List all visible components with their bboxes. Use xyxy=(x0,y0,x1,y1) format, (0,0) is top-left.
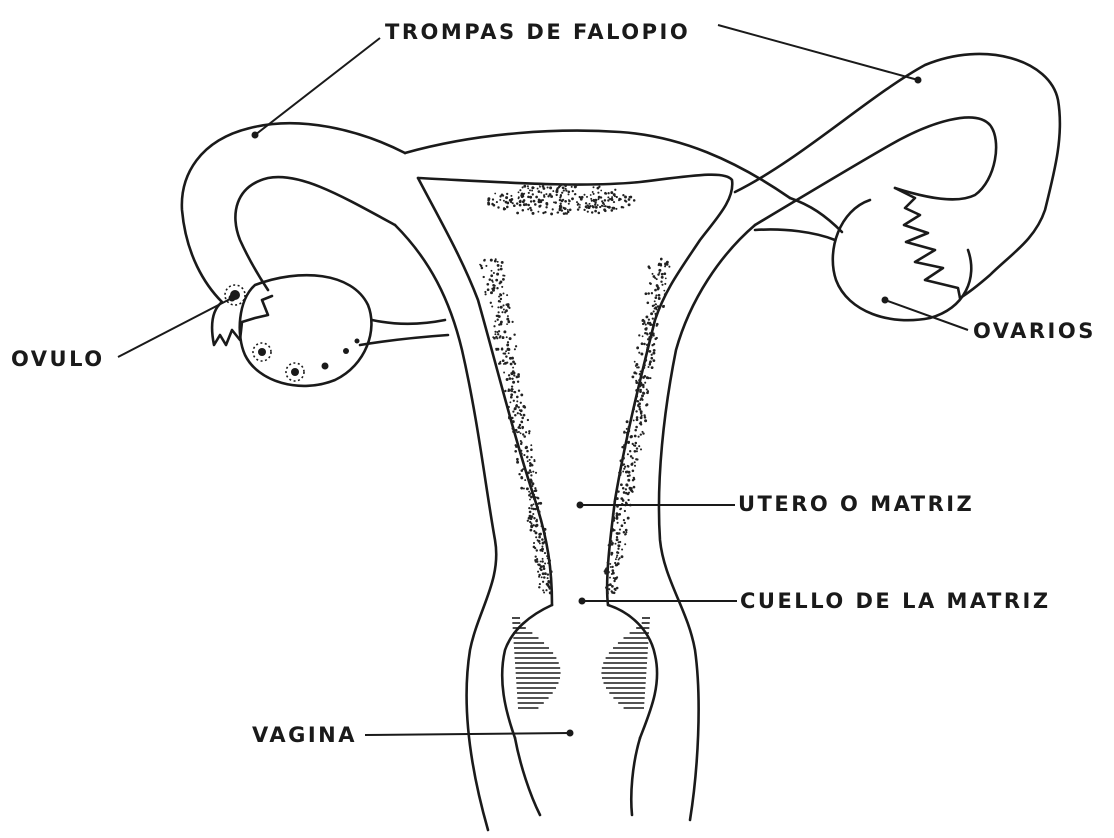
right-ovary xyxy=(833,188,971,320)
vagina-walls xyxy=(515,738,640,815)
label-cervix: CUELLO DE LA MATRIZ xyxy=(579,589,1051,613)
uterine-cavity xyxy=(418,175,732,605)
right-fallopian-tube xyxy=(735,54,1060,298)
label-uterus: UTERO O MATRIZ xyxy=(577,492,975,516)
uterus-outer-wall xyxy=(395,131,790,830)
left-ovary xyxy=(212,275,371,386)
uterine-lining-stipple xyxy=(479,183,670,594)
label-ovum: OVULO xyxy=(11,295,236,372)
ovum-label: OVULO xyxy=(11,347,105,371)
fallopian-tubes-label: TROMPAS DE FALOPIO xyxy=(385,20,690,44)
cervix xyxy=(502,605,657,738)
vagina-label: VAGINA xyxy=(252,723,357,747)
uterus-label: UTERO O MATRIZ xyxy=(738,492,974,516)
ovaries-label: OVARIOS xyxy=(973,319,1096,343)
label-fallopian-tubes: TROMPAS DE FALOPIO xyxy=(252,20,922,139)
label-vagina: VAGINA xyxy=(252,723,574,747)
cervix-hatching-left xyxy=(512,618,561,708)
cervix-hatching-right xyxy=(601,618,650,708)
cervix-label: CUELLO DE LA MATRIZ xyxy=(740,589,1051,613)
